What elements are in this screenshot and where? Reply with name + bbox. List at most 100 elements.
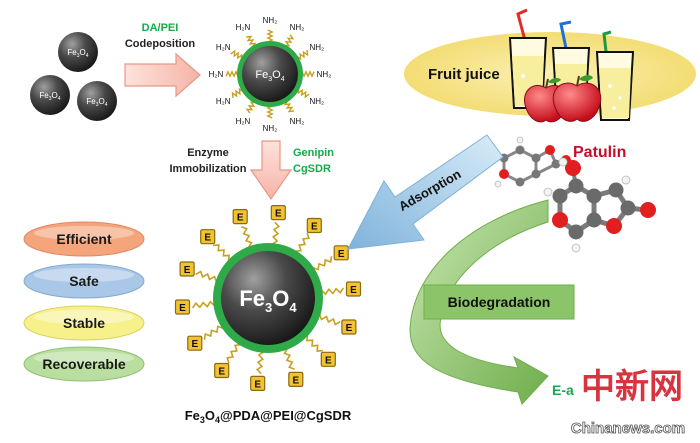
enzyme-chain bbox=[191, 300, 216, 309]
watermark-site: Chinanews.com bbox=[571, 420, 685, 437]
amine-group-label: NH₂ bbox=[317, 70, 332, 79]
amine-group-label: NH₂ bbox=[309, 43, 324, 52]
amine-group-label: H₂N bbox=[216, 43, 231, 52]
amine-chains bbox=[225, 29, 315, 119]
amine-group-label: H₂N bbox=[236, 23, 251, 32]
enzyme-unit: E bbox=[345, 281, 362, 297]
amine-chain bbox=[301, 70, 315, 78]
amine-chain bbox=[296, 50, 309, 61]
amine-chain bbox=[231, 87, 244, 98]
enzyme-unit-label: E bbox=[237, 213, 244, 224]
amine-group-label: H₂N bbox=[209, 70, 224, 79]
enzyme-chain bbox=[195, 270, 218, 283]
svg-text:Efficient: Efficient bbox=[56, 231, 112, 247]
enzyme-units: E E E E E E E E E E E E E E bbox=[174, 205, 362, 391]
enzyme-unit: E bbox=[200, 229, 216, 245]
enzyme-chain bbox=[318, 313, 341, 326]
enzyme-chain bbox=[271, 221, 281, 245]
enzyme-chain bbox=[295, 232, 310, 253]
enzyme-unit-label: E bbox=[346, 323, 353, 334]
watermark: 中新网 Chinanews.com bbox=[570, 368, 685, 437]
immobilization-arrow bbox=[249, 140, 293, 201]
straw-blue bbox=[559, 20, 572, 59]
degradation-product-label: E-a bbox=[552, 382, 574, 398]
enzyme-label: Enzyme bbox=[187, 147, 229, 159]
enzyme-unit: E bbox=[341, 319, 357, 335]
straw-red bbox=[516, 8, 529, 49]
codeposition-label: Codeposition bbox=[125, 38, 196, 50]
amine-chain bbox=[245, 101, 256, 114]
enzyme-chain bbox=[226, 343, 241, 364]
enzyme-unit: E bbox=[187, 335, 203, 351]
amine-chain bbox=[266, 105, 274, 119]
enzyme-unit: E bbox=[250, 375, 266, 391]
core-label: Fe3O4 bbox=[239, 286, 297, 315]
amine-group-label: NH₂ bbox=[290, 23, 305, 32]
enzyme-chain bbox=[241, 226, 253, 249]
enzyme-unit: E bbox=[288, 371, 304, 387]
enzyme-unit: E bbox=[214, 362, 230, 379]
property-stable: Stable bbox=[23, 305, 145, 341]
svg-text:Fe3O4: Fe3O4 bbox=[86, 97, 107, 108]
svg-text:Fe3O4: Fe3O4 bbox=[39, 91, 60, 102]
patulin-molecule-large bbox=[543, 157, 656, 253]
enzyme-unit: E bbox=[174, 299, 191, 315]
enzyme-unit: E bbox=[320, 351, 336, 367]
fruit-juice-label: Fruit juice bbox=[428, 66, 500, 83]
property-safe: Safe bbox=[23, 263, 145, 299]
input-particle-1: Fe3O4 bbox=[58, 32, 98, 72]
enzyme-unit: E bbox=[270, 205, 286, 221]
enzyme-unit-label: E bbox=[275, 209, 282, 220]
amine-chain bbox=[246, 35, 257, 48]
enzyme-unit-label: E bbox=[179, 303, 186, 314]
svg-text:Stable: Stable bbox=[63, 315, 105, 331]
svg-text:Fe3O4: Fe3O4 bbox=[67, 48, 88, 59]
amine-group-label: NH₂ bbox=[263, 124, 278, 133]
amine-group-label: NH₂ bbox=[309, 97, 324, 106]
enzyme-chain bbox=[255, 351, 265, 375]
enzyme-unit-label: E bbox=[292, 375, 299, 386]
enzyme-unit-label: E bbox=[204, 233, 211, 244]
svg-text:Recoverable: Recoverable bbox=[42, 356, 125, 372]
amine-core-label: Fe3O4 bbox=[255, 69, 284, 83]
immobilized-particle: Fe3O4 E E E E E E E E E E E E E E Fe3O4@PDA@PEI@CgSDR bbox=[174, 205, 362, 425]
enzyme-chain bbox=[213, 244, 230, 262]
watermark-chinese: 中新网 bbox=[581, 368, 683, 406]
immobilization-label: Immobilization bbox=[170, 163, 247, 175]
amine-group-label: H₂N bbox=[236, 117, 251, 126]
dapei-label: DA/PEI bbox=[142, 22, 179, 34]
patulin-label: Patulin bbox=[573, 144, 626, 161]
enzyme-unit: E bbox=[179, 261, 195, 277]
svg-text:Safe: Safe bbox=[69, 273, 99, 289]
amine-particle: Fe3O4 NH₂ NH₂ NH₂ NH₂ NH₂ NH₂ NH₂ H₂N H₂N H₂N H₂N H… bbox=[209, 16, 332, 133]
enzyme-chain bbox=[203, 325, 224, 340]
biodegradation-box bbox=[423, 284, 575, 320]
biodegradation-arrow: Biodegradation bbox=[409, 199, 575, 405]
amine-chain bbox=[284, 34, 295, 47]
enzyme-unit-label: E bbox=[311, 222, 318, 233]
apple-2 bbox=[552, 75, 602, 122]
enzyme-chains bbox=[191, 221, 345, 375]
enzyme-unit-label: E bbox=[191, 339, 198, 350]
input-particles: Fe3O4 Fe3O4 Fe3O4 bbox=[30, 32, 117, 121]
property-list: Efficient Safe Stable Recoverable bbox=[23, 221, 145, 382]
codeposition-step: DA/PEI Codeposition bbox=[124, 22, 201, 98]
amine-group-label: NH₂ bbox=[263, 16, 278, 25]
enzyme-unit-label: E bbox=[338, 249, 345, 260]
enzyme-chain bbox=[306, 334, 323, 352]
biodegradation-label: Biodegradation bbox=[448, 294, 551, 310]
patulin-molecule-small bbox=[487, 136, 571, 188]
juice-glass-3 bbox=[595, 51, 635, 121]
enzyme-unit-label: E bbox=[325, 355, 332, 366]
enzyme-chain bbox=[320, 287, 345, 296]
amine-chain bbox=[225, 70, 239, 78]
enzyme-unit-label: E bbox=[218, 367, 225, 378]
product-formula: Fe3O4@PDA@PEI@CgSDR bbox=[185, 408, 352, 425]
amine-core bbox=[242, 46, 298, 102]
amine-group-label: NH₂ bbox=[290, 117, 305, 126]
fruit-juice-panel: Fruit juice bbox=[404, 8, 696, 123]
enzyme-unit: E bbox=[333, 245, 349, 261]
amine-group-label: H₂N bbox=[216, 97, 231, 106]
amine-chain bbox=[230, 49, 243, 60]
